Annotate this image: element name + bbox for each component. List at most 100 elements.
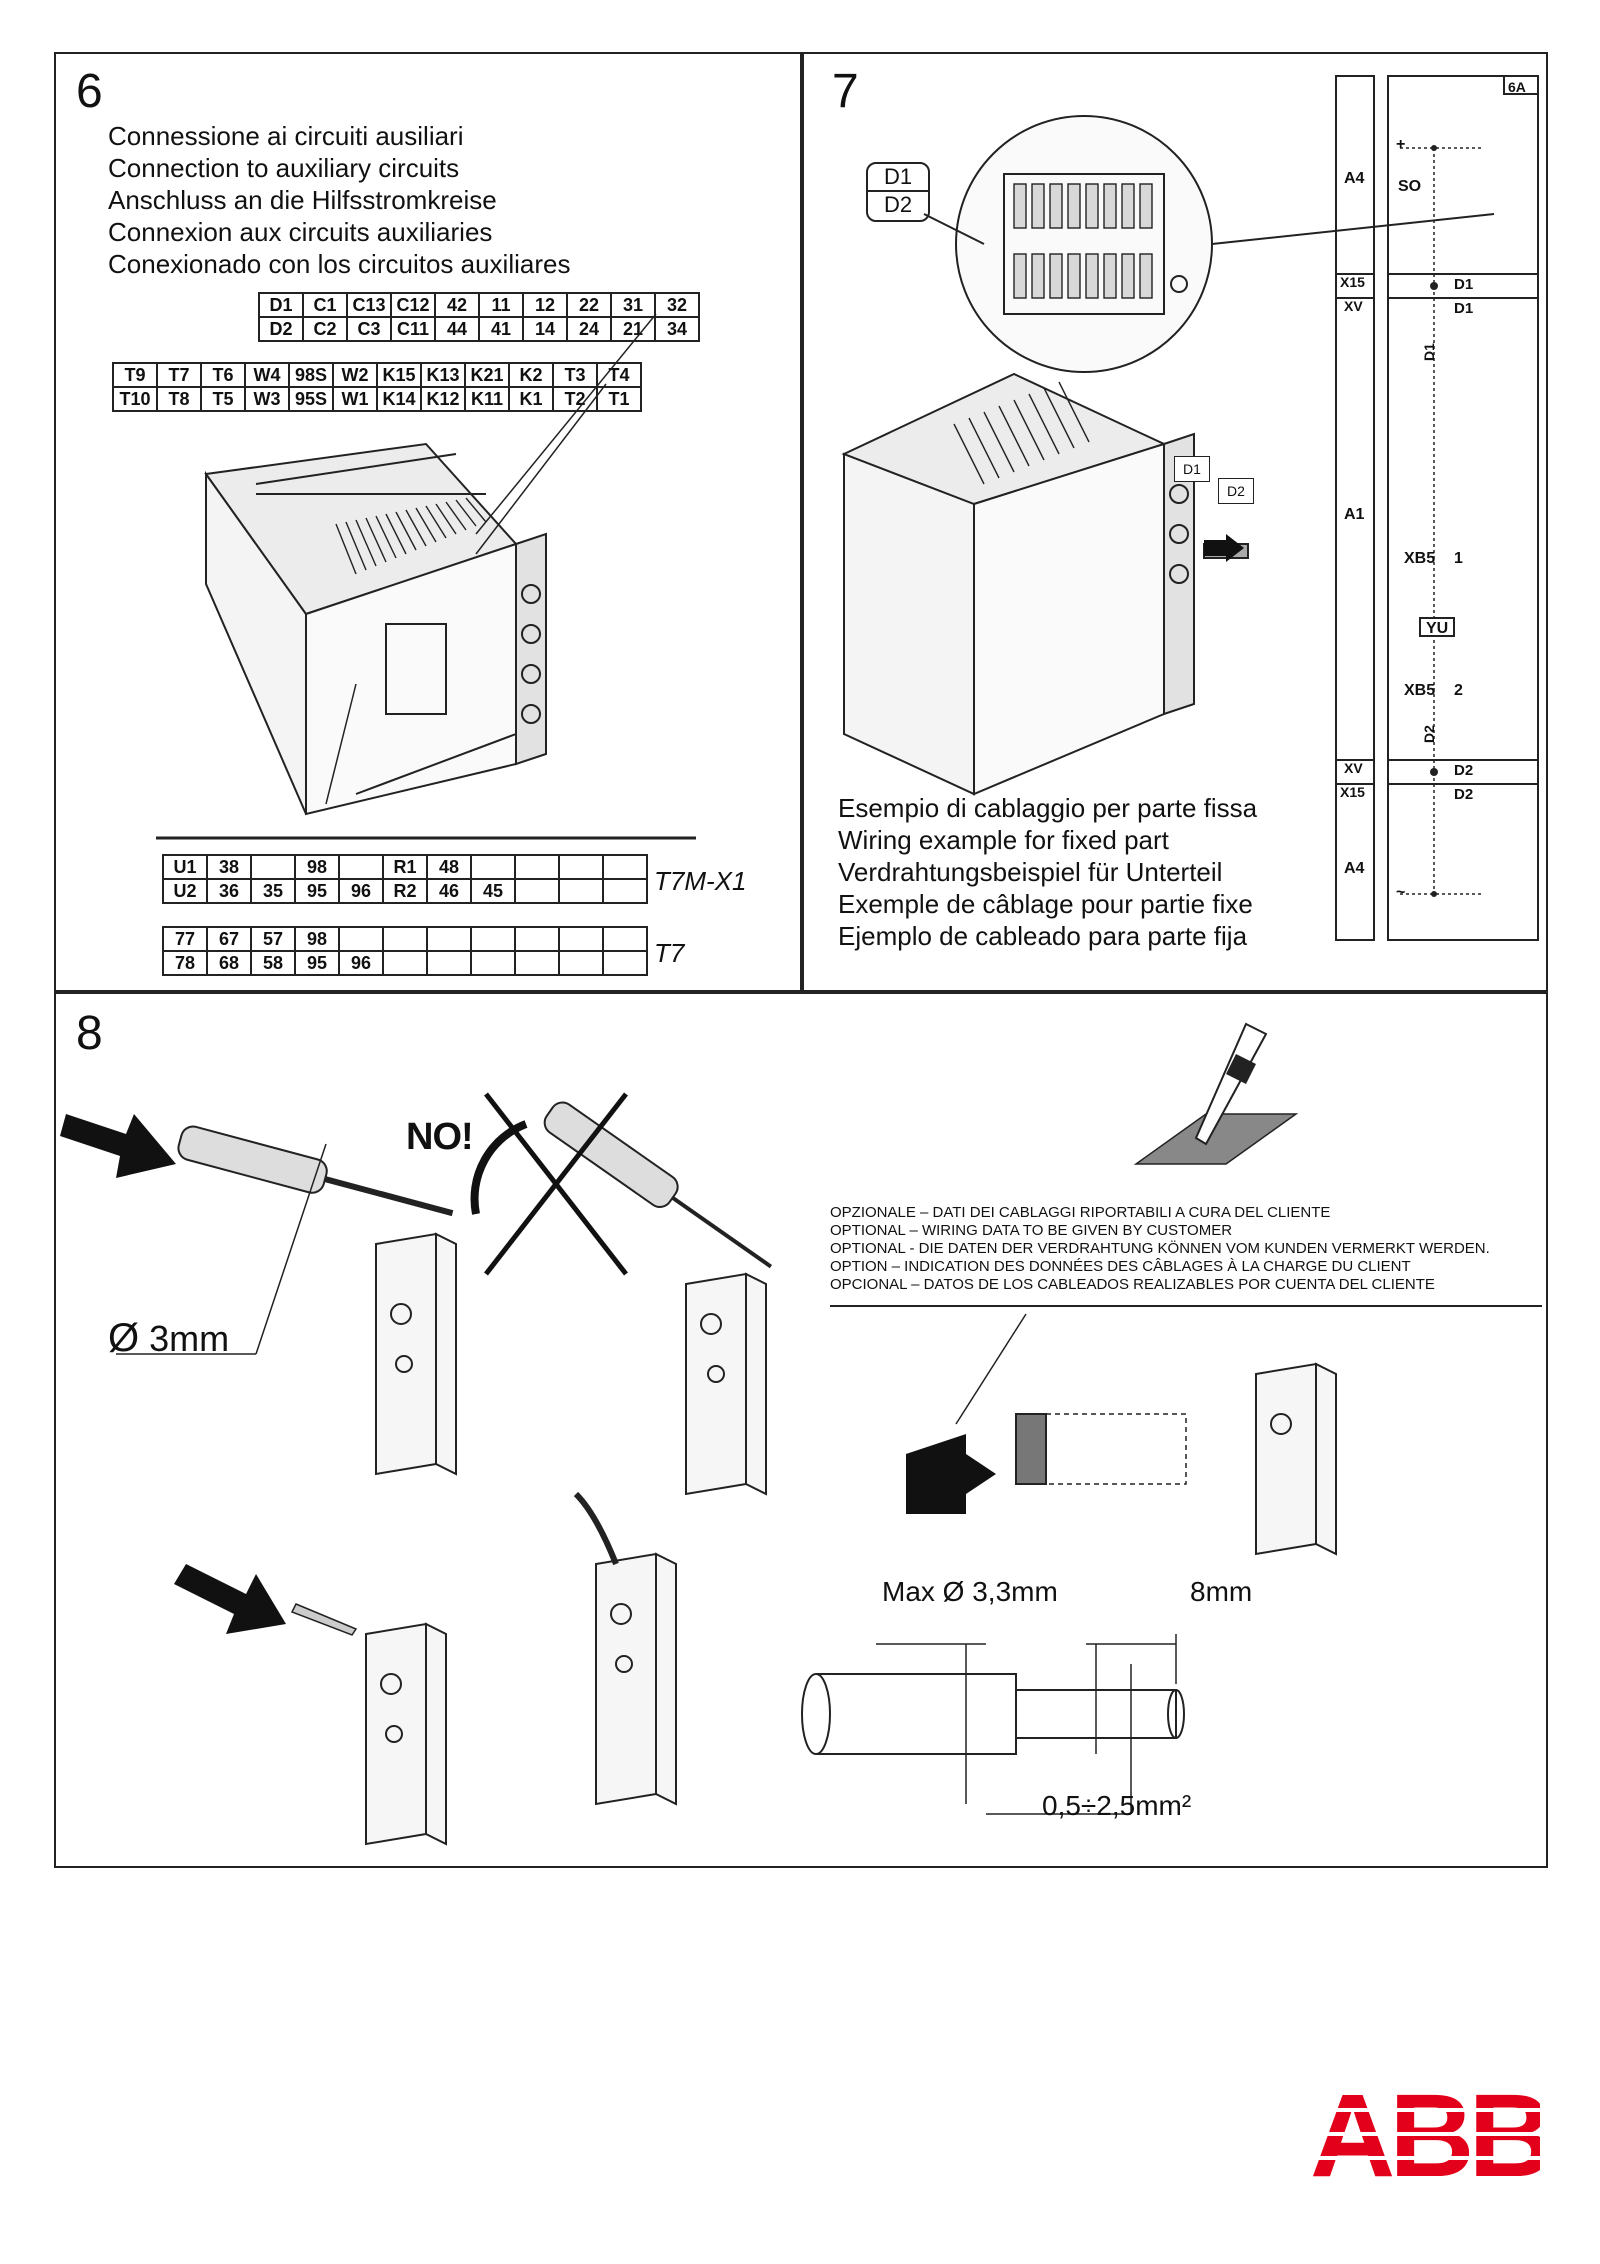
caption-de: Verdrahtungsbeispiel für Unterteil	[838, 857, 1223, 887]
t7-table-cell	[470, 926, 516, 952]
mid-table-cell: W2	[332, 362, 378, 388]
mid-table-cell: W1	[332, 386, 378, 412]
top-table-cell: 44	[434, 316, 480, 342]
t7mx1-table-cell	[470, 854, 516, 880]
t7mx1-table-cell	[250, 854, 296, 880]
top-table-cell: C2	[302, 316, 348, 342]
top-table-cell: 12	[522, 292, 568, 318]
top-table-cell: 32	[654, 292, 700, 318]
mid-table-cell: K1	[508, 386, 554, 412]
mid-table-cell: T2	[552, 386, 598, 412]
top-table-cell: 31	[610, 292, 656, 318]
t7mx1-table-cell	[514, 878, 560, 904]
wire-label-d1: D1	[1420, 343, 1437, 361]
schem-xb5-pin2: 2	[1454, 682, 1463, 699]
mid-table-cell: K13	[420, 362, 466, 388]
t7mx1-table-cell: 95	[294, 878, 340, 904]
t7mx1-table-cell	[514, 854, 560, 880]
top-table-cell: 42	[434, 292, 480, 318]
marker-tag-illustration	[906, 1313, 1337, 1556]
mid-table-cell: 95S	[288, 386, 334, 412]
caption-it: Esempio di cablaggio per parte fissa	[838, 793, 1258, 823]
sheet-id: 6A	[1508, 79, 1526, 95]
schem-left-a4-bottom: A4	[1344, 860, 1365, 877]
optional-it: OPZIONALE – DATI DEI CABLAGGI RIPORTABIL…	[830, 1204, 1331, 1221]
schem-left-a4-top: A4	[1344, 170, 1365, 187]
t7mx1-table-cell	[602, 878, 648, 904]
t7mx1-table-cell: 46	[426, 878, 472, 904]
fixed-part-illustration	[841, 372, 1249, 796]
top-table-cell: 24	[566, 316, 612, 342]
schem-d1-a: D1	[1454, 276, 1474, 293]
schem-xb5-pin1: 1	[1454, 550, 1463, 567]
panel-6-titles: Connessione ai circuiti ausiliari Connec…	[108, 120, 570, 280]
t7-table-cell: 77	[162, 926, 208, 952]
schem-left-x15-top: X15	[1340, 274, 1365, 290]
t7mx1-table-cell	[338, 854, 384, 880]
t7-table-cell	[558, 950, 604, 976]
caption-en: Wiring example for fixed part	[838, 825, 1169, 855]
panel-8: 8	[54, 992, 1548, 1868]
top-table-cell: 21	[610, 316, 656, 342]
caption-es: Ejemplo de cableado para parte fija	[838, 921, 1248, 951]
t7-label: T7	[654, 938, 685, 968]
optional-en: OPTIONAL – WIRING DATA TO BE GIVEN BY CU…	[830, 1222, 1233, 1239]
diameter-3mm-label: Ø 3mm	[108, 1316, 229, 1361]
t7mx1-table-cell: 98	[294, 854, 340, 880]
no-label: NO!	[406, 1116, 474, 1158]
mid-table-cell: K12	[420, 386, 466, 412]
insert-arrow	[1204, 534, 1244, 562]
title-fr: Connexion aux circuits auxiliaries	[108, 217, 493, 247]
mid-table-cell: K21	[464, 362, 510, 388]
caption-fr: Exemple de câblage pour partie fixe	[838, 889, 1253, 919]
t7mx1-table-cell: U1	[162, 854, 208, 880]
wire-dimension-illustration	[801, 1634, 1185, 1815]
schem-left-a1: A1	[1344, 506, 1365, 523]
mid-table-cell: 98S	[288, 362, 334, 388]
mid-table-cell: W3	[244, 386, 290, 412]
top-table-cell: D1	[258, 292, 304, 318]
t7-table-cell: 58	[250, 950, 296, 976]
panel-number: 8	[76, 1007, 103, 1060]
t7-table-cell: 67	[206, 926, 252, 952]
t7-table-cell	[602, 950, 648, 976]
t7mx1-table-cell: 35	[250, 878, 296, 904]
panel-7: 7 D1 D2	[802, 52, 1548, 992]
mid-table-cell: T9	[112, 362, 158, 388]
section-label: 0,5÷2,5mm²	[1042, 1790, 1192, 1821]
mid-table-cell: K11	[464, 386, 510, 412]
leader-lines-6	[325, 313, 657, 805]
wiring-schematic	[1335, 75, 1539, 941]
t7-table-cell	[602, 926, 648, 952]
optional-de: OPTIONAL - DIE DATEN DER VERDRAHTUNG KÖN…	[830, 1240, 1490, 1257]
supply-top: +	[1396, 136, 1406, 153]
t7-table-cell: 96	[338, 950, 384, 976]
top-table-cell: 14	[522, 316, 568, 342]
optional-fr: OPTION – INDICATION DES DONNÉES DES CÂBL…	[830, 1258, 1411, 1275]
panel-number: 6	[76, 65, 103, 118]
t7-table-cell: 78	[162, 950, 208, 976]
t7-table-cell: 98	[294, 926, 340, 952]
schem-d2-b: D2	[1454, 786, 1474, 803]
schem-d2-a: D2	[1454, 762, 1474, 779]
mid-table-cell: W4	[244, 362, 290, 388]
optional-wiring-notes: OPZIONALE – DATI DEI CABLAGGI RIPORTABIL…	[830, 1204, 1490, 1294]
mid-table-cell: K2	[508, 362, 554, 388]
mid-table-cell: T8	[156, 386, 202, 412]
schem-xb5-2: XB5	[1404, 682, 1436, 699]
strip-length-label: 8mm	[1190, 1576, 1253, 1607]
mid-table-cell: K14	[376, 386, 422, 412]
panel-7-captions: Esempio di cablaggio per parte fissa Wir…	[838, 792, 1257, 952]
t7mx1-table-cell: U2	[162, 878, 208, 904]
top-table-cell: 34	[654, 316, 700, 342]
schem-so: SO	[1398, 178, 1422, 195]
top-table-cell: 41	[478, 316, 524, 342]
t7mx1-table-cell: 96	[338, 878, 384, 904]
